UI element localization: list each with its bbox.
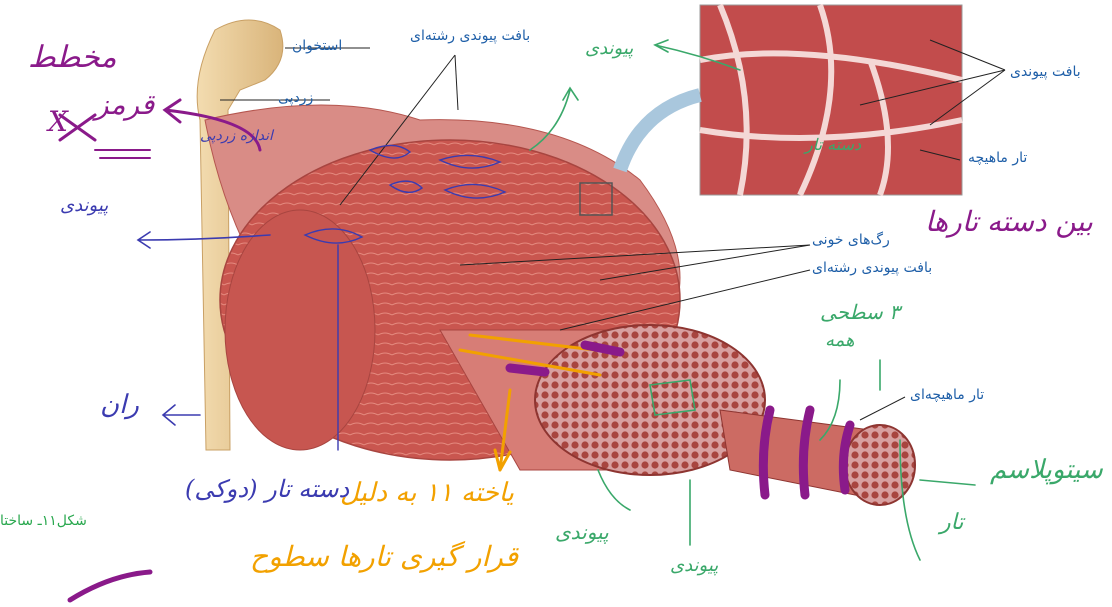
label-connective-tissue-top: بافت پیوندی رشته‌ای [410,28,530,44]
hw-seh-sathi: ۳ سطحی [820,300,900,324]
hw-ran: ران [100,390,139,420]
hw-tar-small: تار [940,510,963,535]
label-connective-tissue-right: بافت پیوندی [1010,64,1081,80]
hw-peyvandi-bottom1: پیوندی [555,520,609,544]
label-muscle-fiber-right: تار ماهیچه‌ای [910,387,984,403]
hw-hameh: همه [825,330,855,351]
figure-caption: شکل۱۱ـ ساختا [0,513,87,529]
label-blood-vessels: رگ‌های خونی [812,232,890,248]
micrograph-inset [700,5,962,195]
hw-x-mark: X [48,105,68,138]
label-bone: استخوان [292,38,342,54]
hw-mokhatat: مخطط [28,40,117,75]
magnify-arrow [620,95,700,170]
hw-peyvandi-top: پیوندی [585,38,633,59]
muscle-fiber [720,410,915,505]
label-muscle-fiber-top: تار ماهیچه [968,150,1027,166]
hw-dasteh-inside: دسته تار [805,135,861,154]
hw-peyvandi-left: پیوندی [60,195,108,216]
hw-andazeh: اندازه زردپی [200,128,273,144]
hw-sitoplasm: سیتوپلاسم [990,455,1103,485]
hw-bein-dasteh: بین دسته تارها [925,205,1093,238]
hw-orange-line2: قرار گیری تارها سطوح [250,540,518,573]
label-connective-tissue-mid: بافت پیوندی رشته‌ای [812,260,932,276]
hw-dasteh-tar: دسته تار (دوکی) [185,475,349,503]
hw-ghermez: قرمز [95,88,154,121]
hw-orange-line1: یاخته ۱۱ به دلیل [340,478,514,508]
label-tendon: زردپی [278,90,313,106]
hw-peyvandi-bottom2: پیوندی [670,555,718,576]
